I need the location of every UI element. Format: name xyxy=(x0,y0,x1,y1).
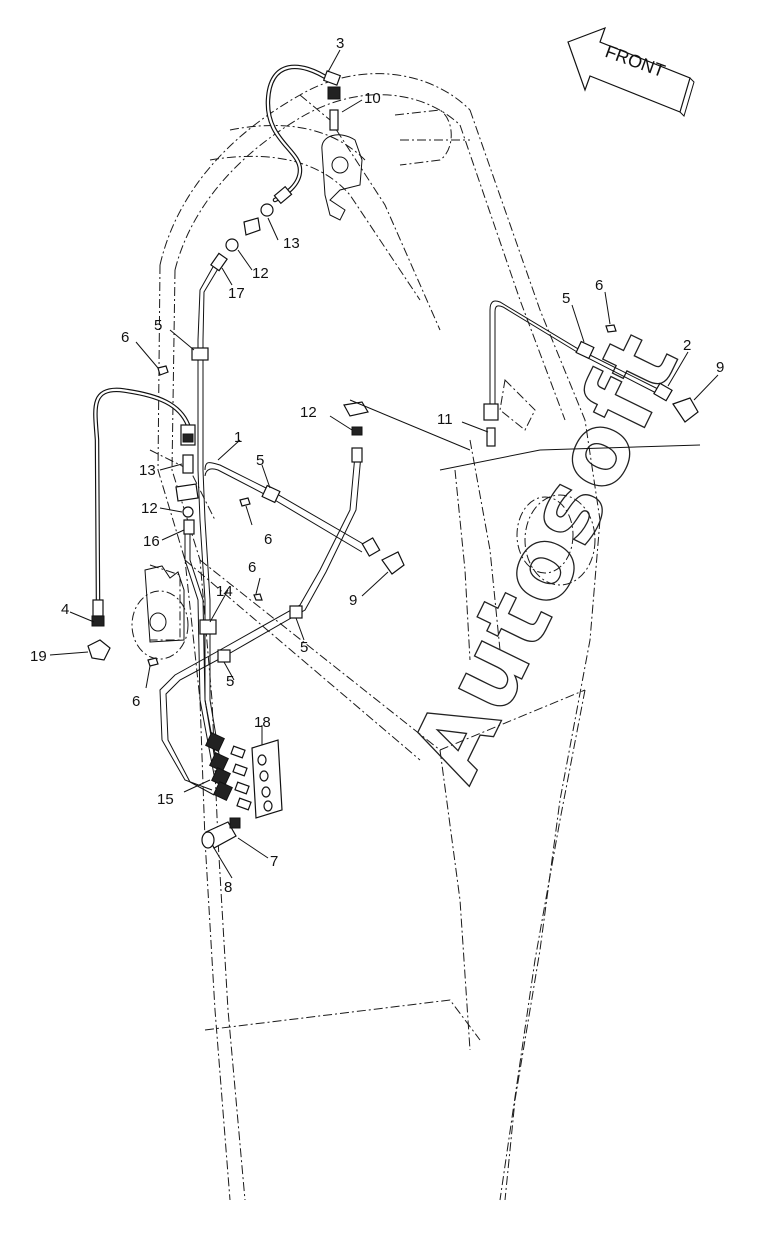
callout-12-top: 12 xyxy=(252,265,269,282)
callout-2: 2 xyxy=(683,337,691,354)
callout-5-mid: 5 xyxy=(256,452,264,469)
callout-3: 3 xyxy=(336,35,344,52)
callout-9-right: 9 xyxy=(716,359,724,376)
callout-7: 7 xyxy=(270,853,278,870)
hose-3 xyxy=(265,64,342,205)
callout-5-right: 5 xyxy=(562,290,570,307)
callout-5-top: 5 xyxy=(154,317,162,334)
callout-15: 15 xyxy=(157,791,174,808)
callout-6-bottom: 6 xyxy=(132,693,140,710)
manifold-block xyxy=(205,732,283,819)
leader-lines xyxy=(49,49,719,879)
callout-labels: 3 10 13 12 17 5 6 5 6 2 9 11 12 1 5 6 13… xyxy=(30,35,724,896)
callout-9-mid: 9 xyxy=(349,592,357,609)
boom-tubes xyxy=(159,257,663,796)
callout-14: 14 xyxy=(216,583,233,600)
callout-12-left: 12 xyxy=(141,500,158,517)
hose-4 xyxy=(87,387,196,661)
callout-13-top: 13 xyxy=(283,235,300,252)
callout-13-left: 13 xyxy=(139,462,156,479)
callout-19: 19 xyxy=(30,648,47,665)
fittings xyxy=(147,203,699,667)
callout-4: 4 xyxy=(61,601,69,618)
callout-8: 8 xyxy=(224,879,232,896)
callout-16: 16 xyxy=(143,533,160,550)
callout-17: 17 xyxy=(228,285,245,302)
callout-1: 1 xyxy=(234,429,242,446)
callout-6-mid: 6 xyxy=(264,531,272,548)
callout-5-bottom: 5 xyxy=(226,673,234,690)
callout-6-top: 6 xyxy=(121,329,129,346)
callout-10: 10 xyxy=(364,90,381,107)
fitting-7-8 xyxy=(201,817,241,849)
callout-5-lower: 5 xyxy=(300,639,308,656)
boom-outline xyxy=(131,73,601,1201)
callout-6-lower: 6 xyxy=(248,559,256,576)
callout-6-right: 6 xyxy=(595,277,603,294)
callout-18: 18 xyxy=(254,714,271,731)
callout-11: 11 xyxy=(437,411,453,428)
front-arrow: FRONT xyxy=(567,26,695,117)
upper-lug xyxy=(321,134,363,221)
callout-12-mid: 12 xyxy=(300,404,317,421)
left-lug xyxy=(144,565,185,643)
